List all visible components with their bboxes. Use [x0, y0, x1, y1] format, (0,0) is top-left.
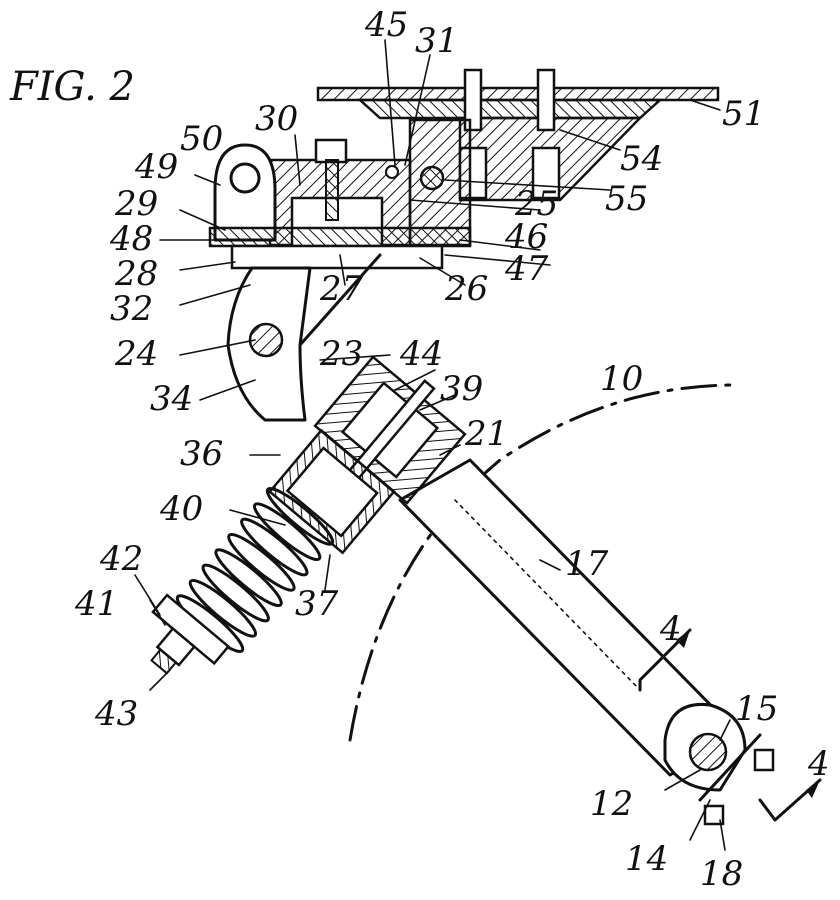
label-17: 17	[565, 544, 609, 584]
label-45: 45	[364, 5, 408, 45]
figure-title: FIG. 2	[9, 64, 135, 110]
label-18: 18	[700, 854, 743, 894]
label-26: 26	[444, 269, 488, 309]
label-28: 28	[114, 254, 158, 294]
label-49: 49	[134, 147, 178, 187]
label-10: 10	[600, 359, 643, 399]
label-39: 39	[440, 369, 483, 409]
label-54: 54	[620, 139, 663, 179]
label-12: 12	[590, 784, 633, 824]
section-label-a: 4	[659, 609, 682, 649]
label-36: 36	[180, 434, 223, 474]
label-32: 32	[110, 289, 153, 329]
label-44: 44	[399, 334, 443, 374]
label-21: 21	[464, 414, 508, 454]
label-55: 55	[605, 179, 648, 219]
label-34: 34	[150, 379, 193, 419]
spring-assembly	[129, 430, 395, 692]
label-29: 29	[114, 184, 158, 224]
label-14: 14	[625, 839, 668, 879]
label-48: 48	[109, 219, 153, 259]
label-30: 30	[255, 99, 298, 139]
label-50: 50	[180, 119, 223, 159]
label-43: 43	[94, 694, 138, 734]
upper-bracket	[210, 120, 470, 268]
label-37: 37	[295, 584, 339, 624]
label-41: 41	[74, 584, 118, 624]
label-15: 15	[735, 689, 778, 729]
label-27: 27	[319, 269, 364, 309]
label-25: 25	[514, 184, 558, 224]
label-40: 40	[159, 489, 203, 529]
label-51: 51	[722, 94, 765, 134]
section-label-b: 4	[807, 744, 830, 784]
label-24: 24	[114, 334, 158, 374]
label-23: 23	[319, 334, 363, 374]
label-42: 42	[99, 539, 143, 579]
label-31: 31	[415, 21, 458, 61]
